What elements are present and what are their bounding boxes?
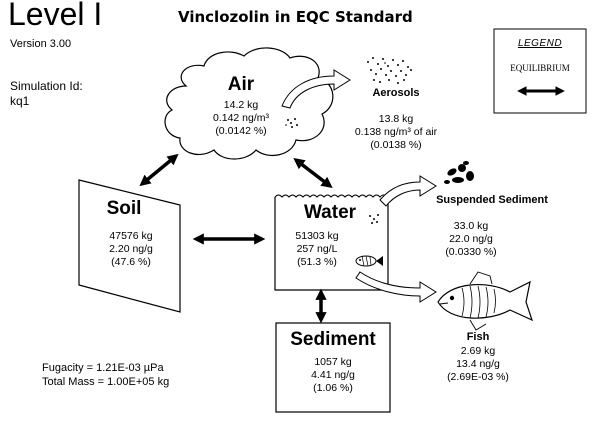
air-concentration: 0.142 ng/m³ <box>212 112 270 124</box>
air-soil-arrow <box>139 153 179 187</box>
aerosols-percent: (0.0138 %) <box>370 139 422 151</box>
suspended-sediment-percent: (0.0330 %) <box>445 246 497 258</box>
sediment-title: Sediment <box>290 329 376 350</box>
sediment-percent: (1.06 %) <box>313 382 353 394</box>
fish-percent: (2.69E-03 %) <box>447 371 509 383</box>
fish-title: Fish <box>466 331 490 343</box>
water-mass: 51303 kg <box>295 230 339 242</box>
water-fish-icon <box>355 255 383 267</box>
sediment-box <box>275 322 391 413</box>
diagram-title: Vinclozolin in EQC Standard <box>178 8 413 26</box>
aerosols-mass: 13.8 kg <box>378 113 414 125</box>
water-title: Water <box>303 202 357 223</box>
suspended-sediment-values: 33.0 kg 22.0 ng/g (0.0330 %) <box>426 220 516 259</box>
fish-mass: 2.69 kg <box>460 345 496 357</box>
soil-box <box>78 179 181 313</box>
simulation-id-label: Simulation Id: <box>10 79 83 93</box>
air-title: Air <box>227 74 255 95</box>
suspended-sediment-concentration: 22.0 ng/g <box>449 233 493 245</box>
air-to-aerosols-arrow <box>281 69 351 109</box>
legend-value: EQUILIBRIUM <box>510 63 570 73</box>
air-values: 14.2 kg 0.142 ng/m³ (0.0142 %) <box>186 99 296 138</box>
suspended-sediment-mass: 33.0 kg <box>453 220 489 232</box>
legend-title: LEGEND <box>517 38 563 49</box>
fish-concentration: 13.4 ng/g <box>456 358 500 370</box>
aerosols-concentration: 0.138 ng/m³ of air <box>354 126 438 138</box>
soil-percent: (47.6 %) <box>111 256 151 268</box>
legend-box <box>493 28 587 114</box>
soil-concentration: 2.20 ng/g <box>109 243 153 255</box>
suspended-sediment-title: Suspended Sediment <box>436 194 548 206</box>
aerosols-particles-icon <box>367 57 412 84</box>
version-label: Version 3.00 <box>10 38 72 50</box>
level-title: Level I <box>8 0 103 32</box>
water-concentration: 257 ng/L <box>296 243 338 255</box>
total-mass-label: Total Mass = 1.00E+05 kg <box>42 376 170 388</box>
aerosols-title: Aerosols <box>372 87 420 99</box>
water-box <box>274 197 389 291</box>
soil-title: Soil <box>106 198 142 219</box>
soil-mass: 47576 kg <box>109 230 153 242</box>
fish-values: 2.69 kg 13.4 ng/g (2.69E-03 %) <box>428 345 528 384</box>
water-surface-waves <box>274 194 390 198</box>
aerosols-values: 13.8 kg 0.138 ng/m³ of air (0.0138 %) <box>326 113 466 152</box>
fugacity-label: Fugacity = 1.21E-03 µPa <box>42 362 164 374</box>
sediment-mass: 1057 kg <box>314 356 352 368</box>
water-particles-icon <box>369 214 379 224</box>
water-percent: (51.3 %) <box>297 256 337 268</box>
air-water-arrow <box>293 157 333 189</box>
fish-icon <box>437 271 534 331</box>
suspended-sediment-particles-icon <box>444 161 474 184</box>
water-to-suspended-arrow <box>379 175 437 207</box>
air-percent: (0.0142 %) <box>215 125 267 137</box>
air-mass: 14.2 kg <box>223 99 259 111</box>
soil-values: 47576 kg 2.20 ng/g (47.6 %) <box>86 230 176 269</box>
water-to-fish-arrow <box>355 271 437 303</box>
sediment-values: 1057 kg 4.41 ng/g (1.06 %) <box>278 356 388 395</box>
simulation-id-value: kq1 <box>10 94 30 108</box>
sediment-concentration: 4.41 ng/g <box>311 369 355 381</box>
simulation-id-block: Simulation Id: kq1 <box>10 79 83 109</box>
water-values: 51303 kg 257 ng/L (51.3 %) <box>286 230 348 269</box>
air-cloud <box>164 47 334 160</box>
air-particles-icon <box>285 118 298 128</box>
